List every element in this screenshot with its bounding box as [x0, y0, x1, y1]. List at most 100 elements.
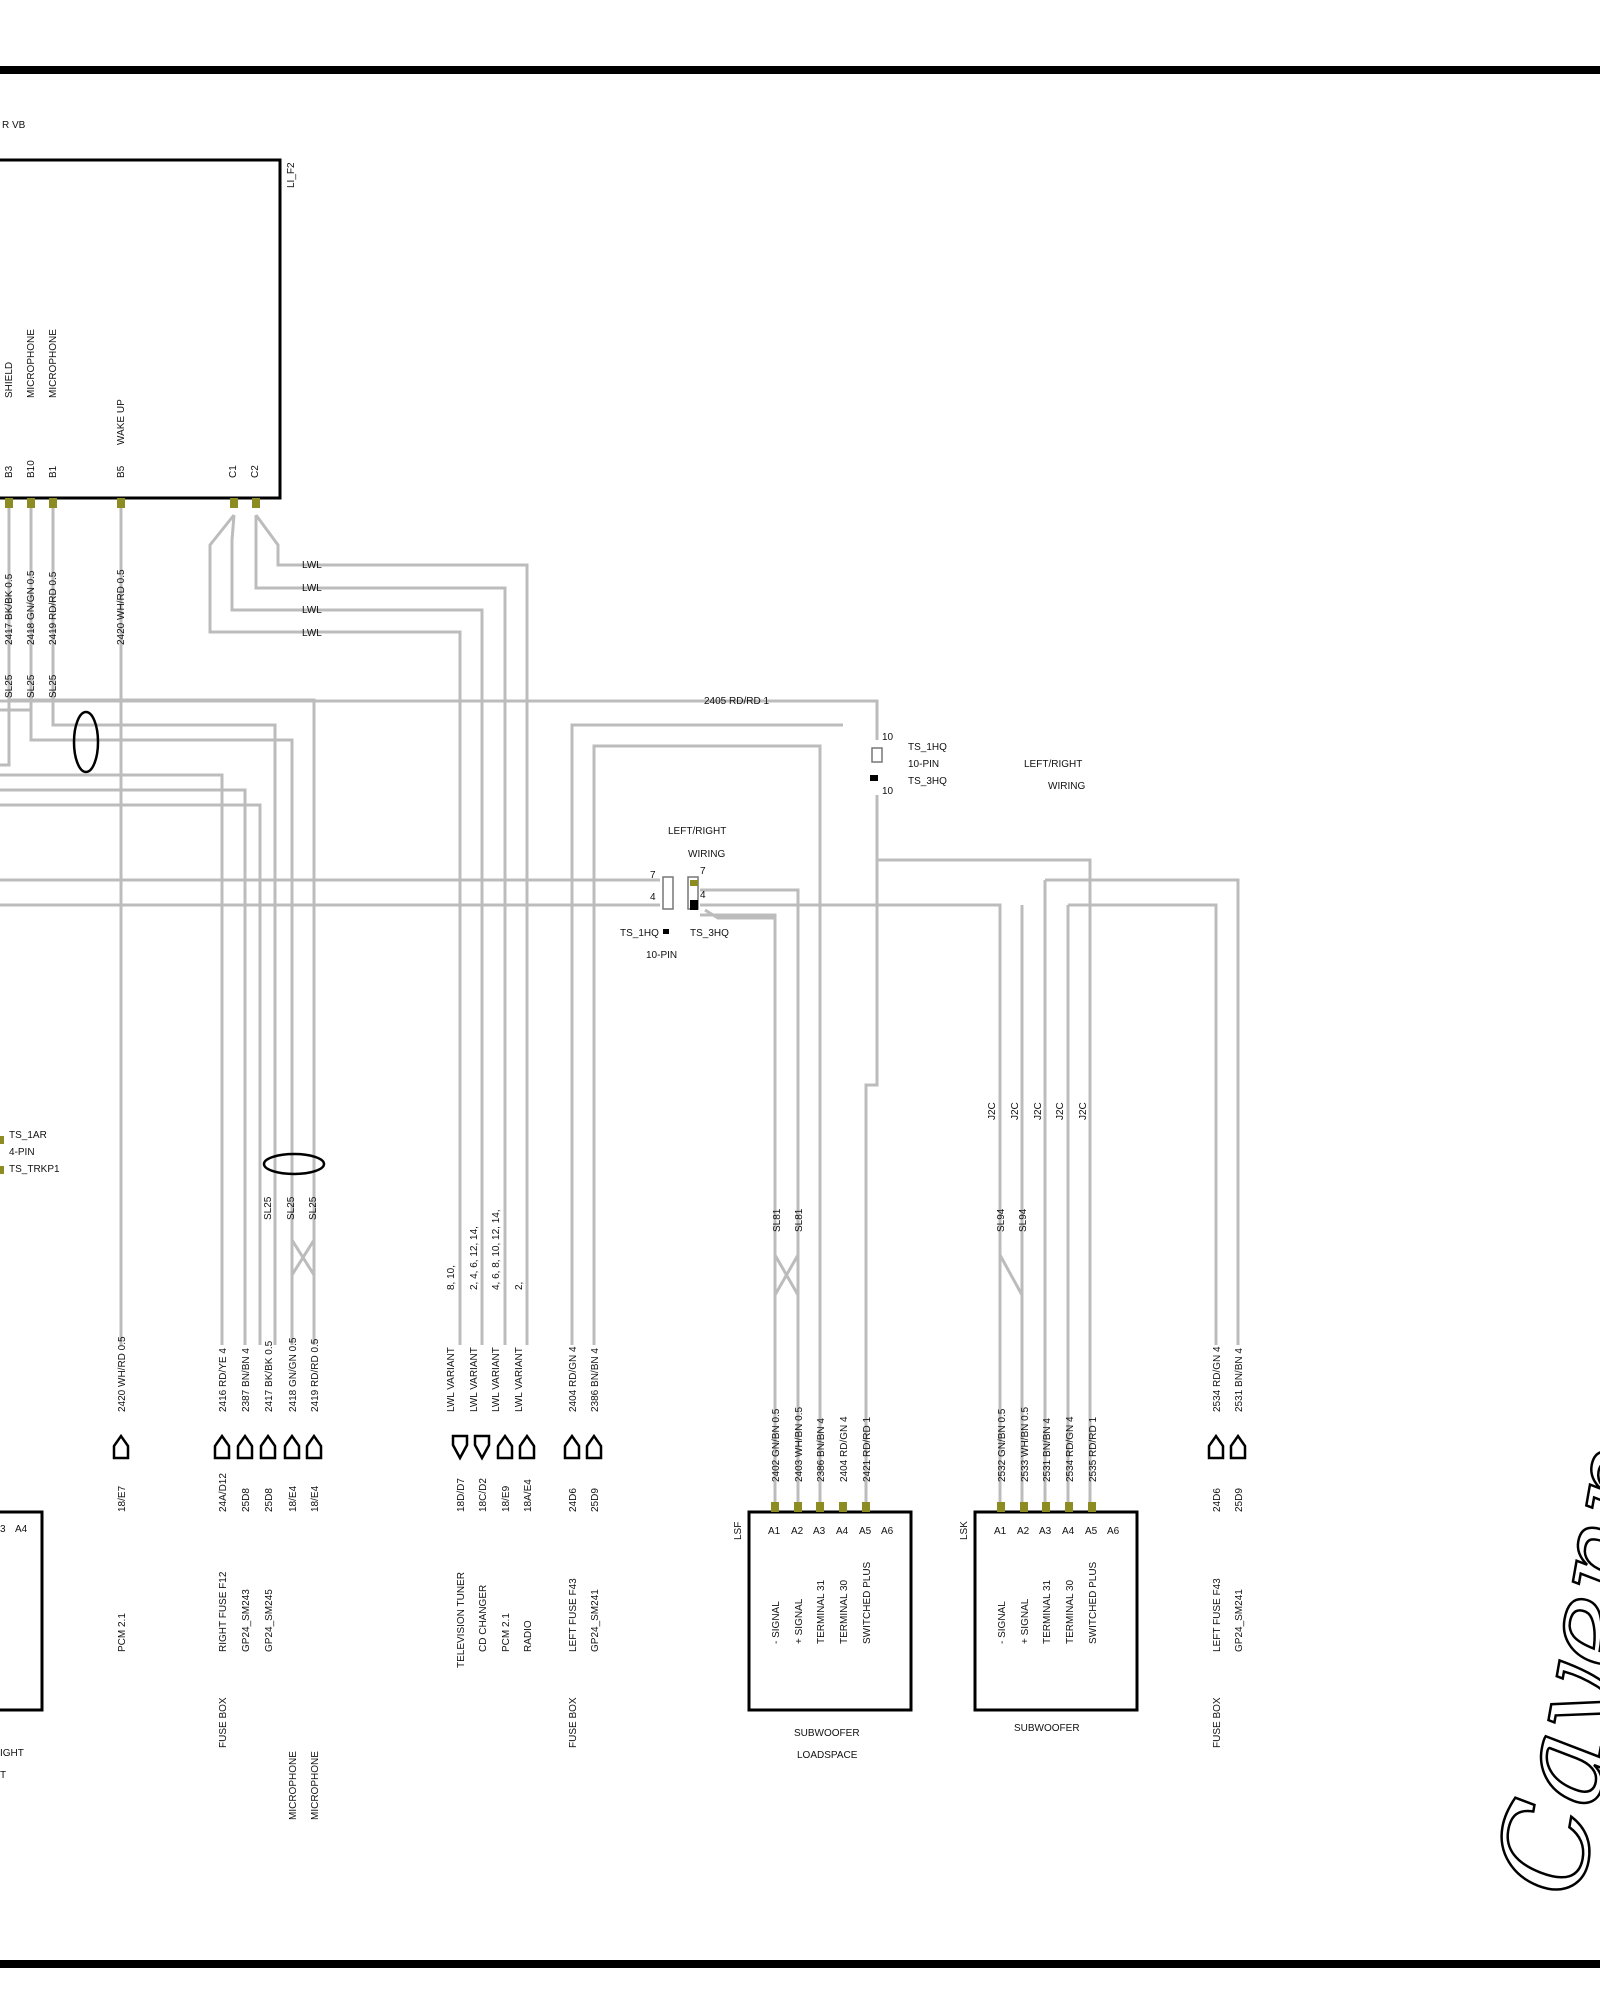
- lsk-pin-A4: A4: [1062, 1526, 1075, 1537]
- route-sl25-2: SL25: [26, 674, 37, 698]
- lwl-label-4: LWL: [302, 628, 322, 639]
- j2c-1: J2C: [987, 1102, 998, 1120]
- lsf-id: LSF: [733, 1522, 744, 1540]
- lwl-slots-3: 4, 6, 8, 10, 12, 14,: [491, 1209, 502, 1290]
- bottom-dest2-10: FUSE BOX: [568, 1697, 579, 1748]
- wire-loop-d: [0, 803, 262, 1345]
- wire-lwl-1: [208, 514, 462, 1345]
- sl94-2: SL94: [1018, 1208, 1029, 1232]
- ts-mid-num-4a: 4: [650, 892, 656, 903]
- bottom-terminal-id-0: 18/E7: [117, 1485, 128, 1512]
- lwl-slots-4: 2,: [514, 1282, 525, 1290]
- left-ts-label-2: 4-PIN: [9, 1147, 35, 1158]
- lsk-wire-code-4: 2535 RD/RD 1: [1088, 1417, 1099, 1482]
- lsf-name: SUBWOOFER: [794, 1728, 860, 1739]
- left-ts-label-1: TS_1AR: [9, 1130, 47, 1141]
- wire-sig-lsf-1: [704, 908, 775, 920]
- wire-bus-3: [700, 888, 800, 1505]
- bottom-terminal-id-1: 24A/D12: [218, 1473, 229, 1512]
- wires: [0, 500, 1240, 1505]
- terminal-7: [473, 1434, 491, 1461]
- lsk-pin-marker-A5: [1088, 1502, 1096, 1512]
- control-module-box: [0, 158, 282, 500]
- lsk-pin-label-1: + SIGNAL: [1020, 1598, 1031, 1644]
- sl25-mid-3: SL25: [308, 1196, 319, 1220]
- bottom-wire-code-0: 2420 WH/RD 0.5: [117, 1336, 128, 1412]
- ts-mid-num-4b: 4: [700, 890, 706, 901]
- wire-lsk-top-2: [1068, 903, 1218, 1345]
- lsk-wire-code-2: 2531 BN/BN 4: [1042, 1418, 1053, 1482]
- lsk-wire-code-3: 2534 RD/GN 4: [1065, 1416, 1076, 1482]
- ts-mid-num-7a: 7: [650, 870, 656, 881]
- wire-bus-5: [700, 913, 777, 1505]
- left-partial-box: [0, 1510, 44, 1712]
- wire-bus-4: [700, 903, 1002, 1505]
- lwl-slots-1: 8, 10,: [446, 1265, 457, 1290]
- lsf-wire-code-4: 2421 RD/RD 1: [862, 1417, 873, 1482]
- bottom-dest-1: RIGHT FUSE F12: [218, 1571, 229, 1652]
- left-ts-pin-2: [0, 1166, 4, 1174]
- lsf-pin-label-4: SWITCHED PLUS: [862, 1561, 873, 1644]
- lsk-pin-label-4: SWITCHED PLUS: [1088, 1561, 1099, 1644]
- terminal-13: [1229, 1433, 1247, 1460]
- wire-loop-a: [9, 698, 316, 1345]
- lsk-pin-marker-A2: [1020, 1502, 1028, 1512]
- ts-mid-ts1: TS_1HQ: [620, 928, 659, 939]
- pin-id-b1: B1: [48, 465, 59, 478]
- ts-10pin-bottom-housing: [870, 775, 878, 781]
- lsk-pin-marker-A3: [1042, 1502, 1050, 1512]
- wire-lsk-top-1: [1045, 878, 1240, 1345]
- pin-label-microphone-1: MICROPHONE: [26, 329, 37, 398]
- lwl-variant-1: LWL VARIANT: [446, 1347, 457, 1412]
- label-rvb: R VB: [2, 120, 26, 131]
- lsk-pin-A1: A1: [994, 1526, 1007, 1537]
- bottom-dest2-12: FUSE BOX: [1212, 1697, 1223, 1748]
- ts-10pin-lr-2: WIRING: [1048, 781, 1085, 792]
- lsk-pin-label-2: TERMINAL 31: [1042, 1579, 1053, 1644]
- ts-mid-lr-1: LEFT/RIGHT: [668, 826, 726, 837]
- bottom-dest-11: GP24_SM241: [590, 1589, 601, 1652]
- terminal-1: [213, 1433, 231, 1460]
- bottom-terminal-id-10: 24D6: [568, 1488, 579, 1512]
- bottom-wire-code-2: 2387 BN/BN 4: [241, 1348, 252, 1412]
- lsf-pin-A1: A1: [768, 1526, 781, 1537]
- bottom-terminal-id-13: 25D9: [1234, 1488, 1245, 1512]
- terminal-2: [236, 1433, 254, 1460]
- pin-id-b10: B10: [26, 460, 37, 478]
- lsf-pin-A2: A2: [791, 1526, 804, 1537]
- ts-10pin-label-2: 10-PIN: [908, 759, 939, 770]
- lsk-pin-label-0: - SIGNAL: [997, 1601, 1008, 1644]
- lsf-pin-label-1: + SIGNAL: [794, 1598, 805, 1644]
- lsf-pin-label-0: - SIGNAL: [771, 1601, 782, 1644]
- lsk-box: [973, 1510, 1139, 1712]
- lsk-name: SUBWOOFER: [1014, 1723, 1080, 1734]
- lsk-pin-marker-A4: [1065, 1502, 1073, 1512]
- wire-loop-b: [0, 773, 224, 1345]
- control-module-pins: [5, 498, 260, 508]
- left-box-pin-2: A4: [15, 1524, 28, 1535]
- wire-2405: [0, 699, 879, 740]
- wire-code-2418: 2418 GN/GN 0.5: [26, 570, 37, 645]
- bottom-terminal-id-12: 24D6: [1212, 1488, 1223, 1512]
- lwl-label-1: LWL: [302, 560, 322, 571]
- lsf-pin-A4: A4: [836, 1526, 849, 1537]
- wire-b3: [0, 500, 11, 767]
- ts-mid-ts3: TS_3HQ: [690, 928, 729, 939]
- lsf-pin-marker-A1: [771, 1502, 779, 1512]
- j2c-2: J2C: [1010, 1102, 1021, 1120]
- pin-b3: [5, 498, 13, 508]
- lsf-pin-marker-A3: [816, 1502, 824, 1512]
- terminal-11: [585, 1433, 603, 1460]
- wire-code-2420-top: 2420 WH/RD 0.5: [116, 569, 127, 645]
- wire-lwl-2: [230, 514, 484, 1345]
- pin-id-b3: B3: [4, 465, 15, 478]
- lsf-wire-code-3: 2404 RD/GN 4: [839, 1416, 850, 1482]
- bottom-wire-code-12: 2534 RD/GN 4: [1212, 1346, 1223, 1412]
- route-sl25-1: SL25: [4, 674, 15, 698]
- terminal-6: [451, 1434, 469, 1461]
- bottom-terminal-id-3: 25D8: [264, 1488, 275, 1512]
- lsf-wire-code-2: 2386 BN/BN 4: [816, 1418, 827, 1482]
